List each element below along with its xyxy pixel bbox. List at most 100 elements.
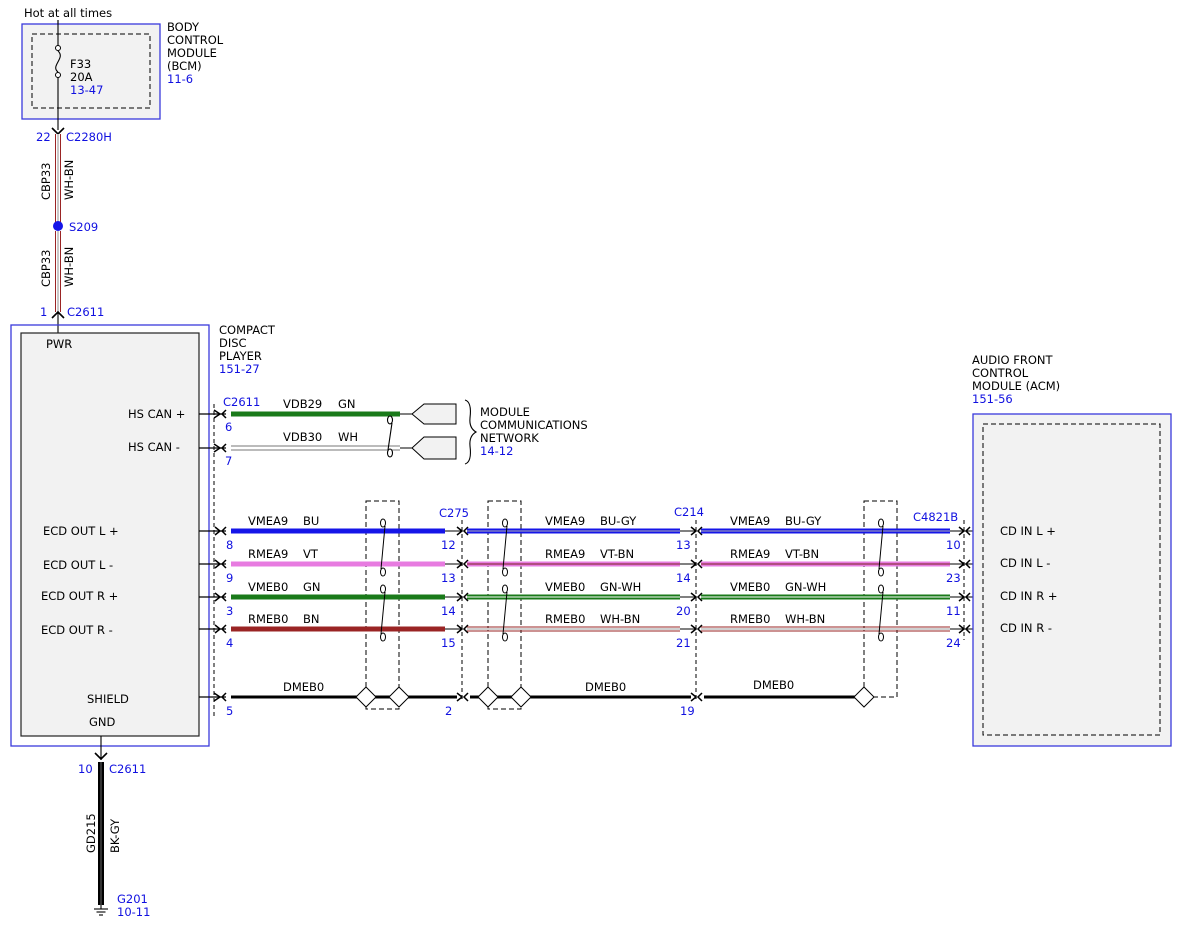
can-plus-pin: 6: [225, 420, 232, 434]
splice-s209-dot: [53, 221, 63, 231]
can-plus-circuit: VDB29: [283, 397, 322, 411]
cdp-pin-ecd-out-r-minus: ECD OUT R -: [41, 623, 113, 637]
wire-seg3-circuit: RMEB0: [730, 612, 770, 626]
wire-pin-c214: 21: [676, 636, 691, 650]
cdp-name-line-3: PLAYER: [219, 349, 262, 363]
splice-s209-label: S209: [69, 220, 98, 234]
network-ref: 14-12: [480, 444, 513, 458]
cdp-name-line-2: DISC: [219, 336, 247, 350]
ground-connector-label: C2611: [109, 762, 146, 776]
cdp-ref: 151-27: [219, 362, 260, 376]
can-minus-circuit: VDB30: [283, 430, 322, 444]
network-brace: [464, 399, 478, 465]
wire-pin-acm: 10: [946, 538, 961, 552]
acm-name-line-1: AUDIO FRONT: [972, 353, 1053, 367]
bcm-name-line-1: BODY: [167, 20, 200, 34]
cdp-outer-box: [10, 324, 210, 747]
power-feed-color-lower: WH-BN: [62, 247, 76, 287]
bcm-name-line-4: (BCM): [167, 59, 202, 73]
network-name-line-2: COMMUNICATIONS: [480, 418, 588, 432]
wire-pin-c275: 14: [441, 604, 456, 618]
shield-circuit-seg-1: DMEB0: [283, 680, 324, 694]
wire-seg2-circuit: VMEA9: [545, 514, 585, 528]
wire-seg2-circuit: RMEB0: [545, 612, 585, 626]
bcm-ref: 11-6: [167, 72, 193, 86]
wire-pin-c214: 13: [676, 538, 691, 552]
shield-drain-diamonds: [355, 686, 875, 708]
shield-c275-pin: 2: [445, 704, 452, 718]
wire-seg3-color: WH-BN: [785, 612, 825, 626]
acm-pin-cd-in-r-minus: CD IN R -: [1000, 621, 1052, 635]
c214-connector-label: C214: [674, 505, 704, 519]
cdp-pin-hs-can-minus: HS CAN -: [128, 440, 180, 454]
bcm-pin-22: 22: [36, 130, 51, 144]
wire-pin-acm: 23: [946, 571, 961, 585]
wire-seg2-circuit: VMEB0: [545, 580, 585, 594]
twisted-pair-symbol: [380, 584, 386, 642]
acm-name-line-3: MODULE (ACM): [972, 379, 1060, 393]
wire-seg1-color: BU: [303, 514, 319, 528]
twisted-pair-symbol: [502, 518, 508, 577]
wire-pin-c275: 15: [441, 636, 456, 650]
wire-seg1-circuit: VMEB0: [248, 580, 288, 594]
wire-seg1-color: VT: [303, 547, 319, 561]
fuse-symbol: [55, 50, 61, 73]
shield-circuit-seg-3: DMEB0: [753, 678, 794, 692]
acm-ref: 151-56: [972, 392, 1013, 406]
acm-inner-dashed-box: [982, 423, 1161, 736]
acm-outer-box: [972, 413, 1172, 747]
acm-name-line-2: CONTROL: [972, 366, 1029, 380]
power-feed-color-upper: WH-BN: [62, 160, 76, 200]
power-feed-wire-lower: [55, 231, 61, 312]
cdp-pin-ecd-out-l-minus: ECD OUT L -: [43, 558, 113, 572]
ground-symbol: [94, 905, 108, 916]
twist-box-1: [365, 500, 400, 710]
acm-pin-cd-in-l-plus: CD IN L +: [1000, 524, 1056, 538]
wire-seg2-circuit: RMEA9: [545, 547, 585, 561]
cdp-shield-label: SHIELD: [87, 692, 129, 706]
wire-pin-c275: 12: [441, 538, 456, 552]
bcm-name-line-2: CONTROL: [167, 33, 224, 47]
network-connector-minus: [400, 436, 457, 460]
twisted-pair-symbol: [502, 584, 508, 642]
wire-pin-acm: 24: [946, 636, 961, 650]
c275-connector-label: C275: [439, 506, 469, 520]
ground-point-ref: 10-11: [117, 905, 150, 919]
can-plus-color: GN: [338, 397, 356, 411]
wire-pin-cdp: 3: [226, 604, 233, 618]
ground-color: BK-GY: [108, 818, 122, 853]
shield-circuit-seg-2: DMEB0: [585, 680, 626, 694]
network-name-line-1: MODULE: [480, 405, 530, 419]
wire-pin-cdp: 4: [226, 636, 233, 650]
power-feed-wire-upper: [55, 134, 61, 222]
cdp-inner-box: [20, 332, 200, 737]
can-twisted-pair-symbol: [386, 415, 394, 458]
cdp-pin-hs-can-plus: HS CAN +: [128, 407, 185, 421]
wire-pin-c275: 13: [441, 571, 456, 585]
ground-point-label: G201: [117, 892, 148, 906]
fuse-rating: 20A: [70, 70, 93, 84]
acm-pin-cd-in-l-minus: CD IN L -: [1000, 556, 1050, 570]
wire-seg1-color: BN: [303, 612, 320, 626]
ground-circuit: GD215: [84, 813, 98, 853]
wire-pin-cdp: 9: [226, 571, 233, 585]
fuse-name: F33: [70, 57, 91, 71]
shield-c214-pin: 19: [680, 704, 695, 718]
wire-seg1-color: GN: [303, 580, 321, 594]
bcm-box: [21, 23, 161, 120]
wire-seg3-color: GN-WH: [785, 580, 826, 594]
twist-box-2: [487, 500, 522, 710]
wire-pin-cdp: 8: [226, 538, 233, 552]
c2280h-connector-label: C2280H: [66, 130, 112, 144]
wire-seg1-circuit: RMEA9: [248, 547, 288, 561]
network-name-line-3: NETWORK: [480, 431, 539, 445]
wire-pin-acm: 11: [946, 604, 961, 618]
twisted-pair-symbol: [878, 518, 884, 577]
wire-pin-c214: 14: [676, 571, 691, 585]
